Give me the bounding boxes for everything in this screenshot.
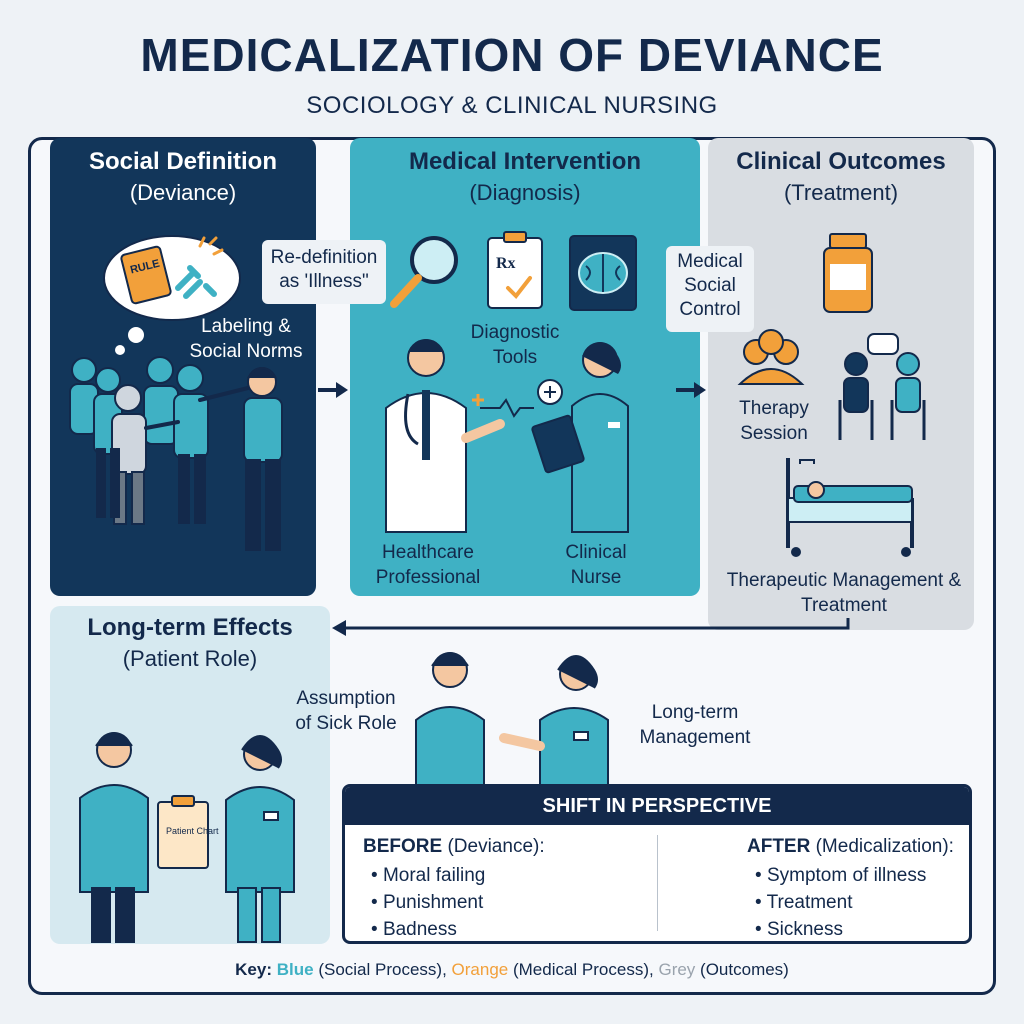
prescription-clipboard-icon: Rx xyxy=(487,231,543,309)
key-blue-desc: (Social Process), xyxy=(318,960,447,979)
before-column: BEFORE (Deviance): Moral failing Punishm… xyxy=(363,833,545,941)
magnifier-icon xyxy=(390,236,458,308)
shift-heading: SHIFT IN PERSPECTIVE xyxy=(345,787,969,825)
social-definition-panel: Social Definition (Deviance) Labeling & … xyxy=(50,138,316,596)
social-panel-heading: Social Definition xyxy=(88,148,277,175)
labeling-label: Labeling & Social Norms xyxy=(189,316,303,362)
social-panel-header: Social Definition (Deviance) xyxy=(50,148,316,206)
before-paren: (Deviance): xyxy=(447,836,545,857)
before-label: BEFORE xyxy=(363,836,443,857)
key-orange: Orange xyxy=(451,960,509,979)
diagnostic-tools-label: Diagnostic Tools xyxy=(470,322,560,368)
patient-chart-text: Patient Chart xyxy=(166,826,219,836)
longterm-panel-header: Long-term Effects (Patient Role) xyxy=(50,614,330,672)
before-list: Moral failing Punishment Badness xyxy=(363,862,545,941)
key-label: Key: xyxy=(235,960,272,979)
clinical-nurse-label: Clinical Nurse xyxy=(565,542,627,588)
after-label: AFTER xyxy=(747,836,811,857)
rx-text: Rx xyxy=(496,255,516,272)
therapy-session-label: Therapy Session xyxy=(739,398,809,444)
list-item: Badness xyxy=(371,916,545,941)
clinical-panel-subheading: (Treatment) xyxy=(783,180,899,205)
clinical-panel-heading: Clinical Outcomes xyxy=(736,148,946,175)
crowd-pointing-icon xyxy=(69,356,283,551)
thought-bubble-icon: RULE xyxy=(103,235,241,355)
patient-chart-scene-icon: Patient Chart xyxy=(79,732,295,943)
list-item: Moral failing xyxy=(371,862,545,889)
key-grey-desc: (Outcomes) xyxy=(700,960,789,979)
shift-in-perspective-box: SHIFT IN PERSPECTIVE BEFORE (Deviance): … xyxy=(342,784,972,944)
arrow-social-to-medical xyxy=(318,382,348,398)
key-blue: Blue xyxy=(276,960,314,979)
page-title: MEDICALIZATION OF DEVIANCE xyxy=(140,29,884,81)
shift-divider xyxy=(657,835,658,931)
longterm-panel-subheading: (Patient Role) xyxy=(122,646,258,671)
therapeutic-management-label: Therapeutic Management & Treatment xyxy=(726,570,962,616)
social-panel-subheading: (Deviance) xyxy=(129,180,237,205)
long-term-effects-panel: Long-term Effects (Patient Role) Patient… xyxy=(50,606,330,944)
clinical-panel-header: Clinical Outcomes (Treatment) xyxy=(708,148,974,206)
medical-panel-header: Medical Intervention (Diagnosis) xyxy=(350,148,700,206)
list-item: Sickness xyxy=(755,916,954,941)
brain-scan-icon xyxy=(569,235,637,311)
healthcare-professional-label: Healthcare Professional xyxy=(375,542,481,588)
medical-panel-subheading: (Diagnosis) xyxy=(469,180,581,205)
page-subtitle: SOCIOLOGY & CLINICAL NURSING xyxy=(306,92,718,119)
arrow-medical-to-clinical xyxy=(676,382,706,398)
hospital-bed-icon xyxy=(786,458,914,557)
after-heading: AFTER (Medicalization): xyxy=(747,833,954,860)
long-term-management-label: Long-term Management xyxy=(639,702,751,748)
arrow-clinical-to-longterm xyxy=(332,618,850,636)
after-paren: (Medicalization): xyxy=(815,836,954,857)
social-control-callout: Medical Social Control xyxy=(666,246,754,332)
key-grey: Grey xyxy=(658,960,696,979)
counseling-icon xyxy=(838,333,926,440)
longterm-panel-heading: Long-term Effects xyxy=(87,614,293,641)
list-item: Punishment xyxy=(371,889,545,916)
before-heading: BEFORE (Deviance): xyxy=(363,833,545,860)
clinical-outcomes-panel: Clinical Outcomes (Treatment) Therapy Se… xyxy=(708,138,974,630)
patient-nurse-conversation-icon xyxy=(415,652,609,787)
medical-panel-heading: Medical Intervention xyxy=(408,148,642,175)
after-column: AFTER (Medicalization): Symptom of illne… xyxy=(747,833,954,941)
sick-role-label: Assumption of Sick Role xyxy=(295,688,397,734)
list-item: Symptom of illness xyxy=(755,862,954,889)
redefinition-callout: Re-definition as 'Illness" xyxy=(262,240,386,304)
doctor-figure-icon xyxy=(385,339,563,533)
color-key: Key: Blue (Social Process), Orange (Medi… xyxy=(0,960,1024,980)
medical-intervention-panel: Medical Intervention (Diagnosis) Diagnos… xyxy=(350,138,700,596)
group-people-icon xyxy=(737,329,805,385)
list-item: Treatment xyxy=(755,889,954,916)
after-list: Symptom of illness Treatment Sickness xyxy=(747,862,954,941)
nurse-figure-icon xyxy=(531,342,629,533)
pill-bottle-icon xyxy=(823,233,873,313)
key-orange-desc: (Medical Process), xyxy=(512,960,654,979)
